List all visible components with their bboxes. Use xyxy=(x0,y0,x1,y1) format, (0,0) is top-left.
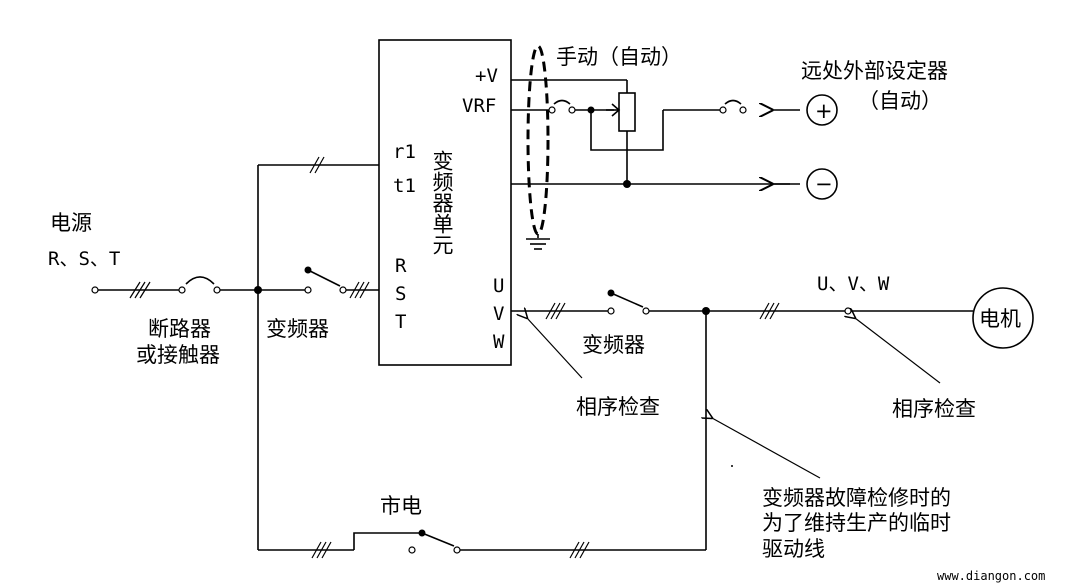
terminal-vrf: VRF xyxy=(462,95,496,117)
potentiometer xyxy=(618,92,636,132)
watermark: www.diangon.com xyxy=(937,569,1045,583)
three-phase-mark-motor xyxy=(759,302,780,320)
remote-setter-label-line1: 远处外部设定器 xyxy=(801,59,948,83)
unit-terminal-v: V xyxy=(493,303,504,325)
manual-switch xyxy=(548,99,576,114)
unit-terminal-u: U xyxy=(493,275,504,297)
shielded-cable-ellipse xyxy=(526,44,550,236)
inverter-switch-label-right: 变频器 xyxy=(582,333,645,357)
wiper-arrow xyxy=(606,103,621,117)
unit-terminal-t: T xyxy=(395,311,406,333)
mains-label: 市电 xyxy=(380,494,422,518)
three-phase-mark-mains xyxy=(311,541,332,559)
mains-switch xyxy=(408,529,461,554)
phase-check-label-left: 相序检查 xyxy=(576,395,660,419)
ground-icon xyxy=(526,238,550,250)
unit-terminal-t1: t1 xyxy=(393,175,416,197)
unit-terminal-r: R xyxy=(395,255,407,277)
manual-auto-label: 手动（自动） xyxy=(556,45,682,69)
three-phase-mark-input xyxy=(129,281,151,299)
note-line1: 变频器故障检修时的 xyxy=(762,486,951,510)
motor-label: 电机 xyxy=(979,307,1021,331)
unit-terminal-w: W xyxy=(493,331,505,353)
input-terminal xyxy=(91,286,99,294)
output-terminal xyxy=(844,307,852,315)
motor-circle xyxy=(972,287,1034,349)
circuit-breaker xyxy=(178,276,221,294)
inverter-switch-label-left: 变频器 xyxy=(266,317,329,341)
three-phase-mark-bypass xyxy=(569,541,590,559)
auto-switch xyxy=(719,99,747,114)
stray-dot xyxy=(731,465,733,467)
plus-sign: + xyxy=(815,99,833,123)
unit-terminal-r1: r1 xyxy=(393,141,416,163)
three-phase-mark-inverter-out xyxy=(545,302,566,320)
three-phase-mark-inverter-in xyxy=(349,281,370,299)
unit-terminal-s: S xyxy=(395,283,406,305)
breaker-label-line1: 断路器 xyxy=(148,317,211,341)
inverter-unit-box xyxy=(378,39,512,366)
inverter-output-switch xyxy=(607,289,650,315)
uvw-output-label: U、V、W xyxy=(817,273,890,295)
inverter-input-switch xyxy=(304,266,347,294)
three-phase-mark-control xyxy=(309,156,325,174)
note-line3: 驱动线 xyxy=(762,537,825,561)
phase-check-label-right: 相序检查 xyxy=(892,397,976,421)
rst-input-label: R、S、T xyxy=(48,248,120,270)
inverter-unit-title: 变频器单元 xyxy=(430,150,454,255)
power-source-label: 电源 xyxy=(50,211,92,235)
minus-sign: − xyxy=(815,172,833,196)
terminal-plus-v: +V xyxy=(475,65,498,87)
breaker-label-line2: 或接触器 xyxy=(136,343,220,367)
remote-plus-terminal xyxy=(806,94,838,126)
junction-common xyxy=(623,180,631,188)
remote-setter-label-line2: （自动） xyxy=(858,89,942,113)
remote-minus-terminal xyxy=(806,168,838,200)
note-line2: 为了维持生产的临时 xyxy=(762,511,951,535)
